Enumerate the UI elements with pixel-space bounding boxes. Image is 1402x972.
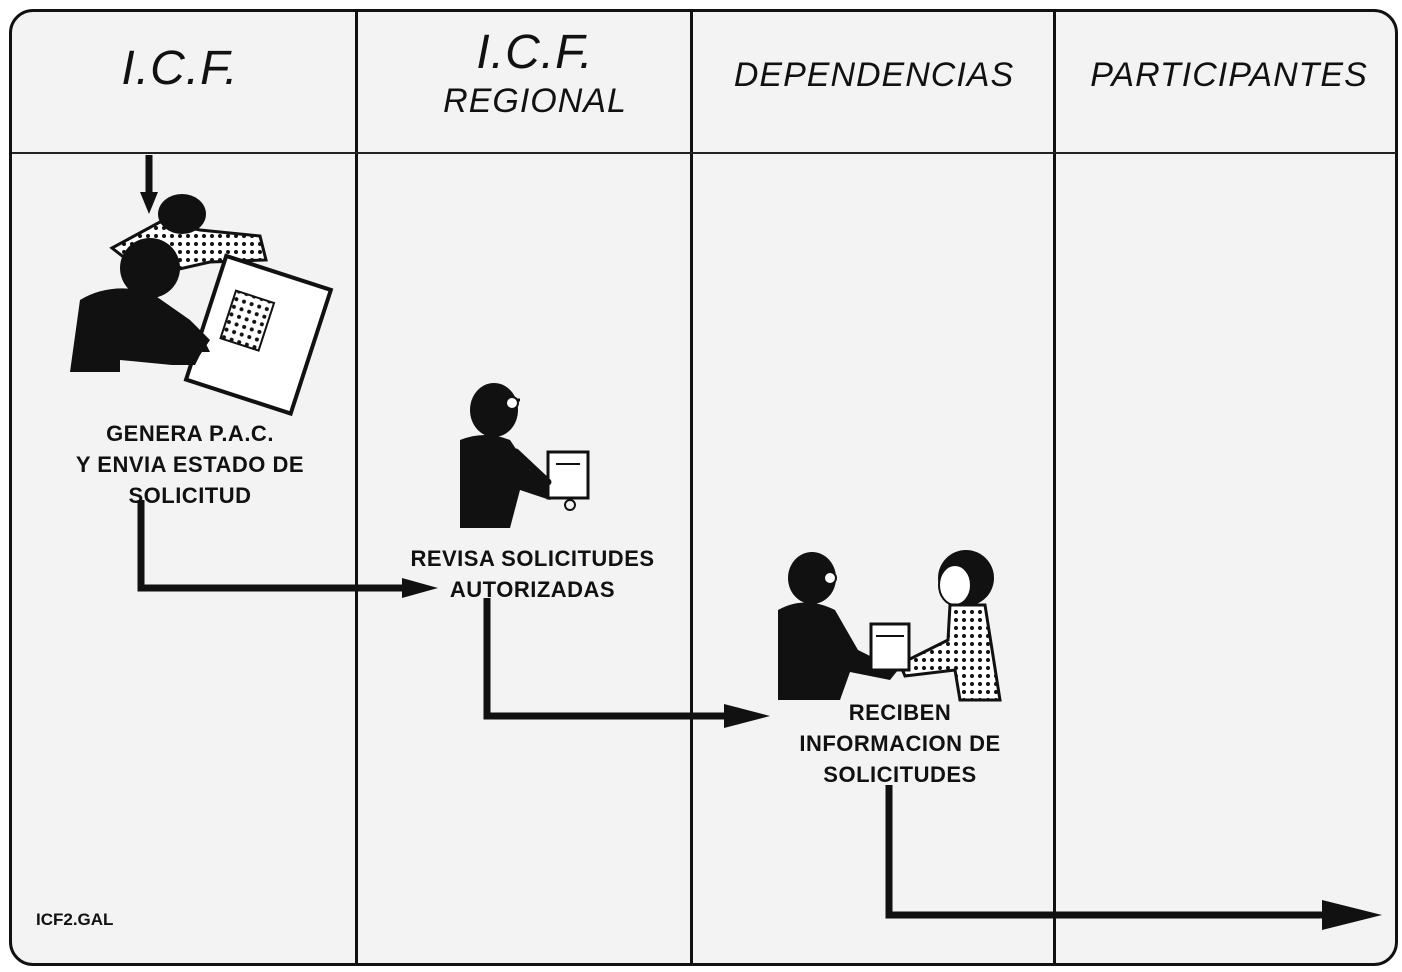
illustration-handshake [778, 550, 1002, 702]
filename-label: ICF2.GAL [36, 910, 114, 929]
step-3-line-2: INFORMACION DE [799, 731, 1001, 756]
lane-divider-3 [1053, 9, 1056, 966]
seated-person-head [120, 238, 180, 298]
flow-arrows [137, 155, 1382, 930]
reviewer-head [470, 383, 518, 437]
step-3-line-1: RECIBEN [848, 700, 952, 725]
arrow-step2-to-step3 [483, 598, 740, 720]
header-participantes-title: PARTICIPANTES [1090, 56, 1368, 94]
reviewer-document [546, 450, 590, 500]
seated-person-body [70, 288, 210, 372]
arrow-step1-to-step2 [137, 500, 415, 592]
step-2-line-2: AUTORIZADAS [449, 577, 616, 602]
header-dependencias-title: DEPENDENCIAS [733, 56, 1015, 94]
step-2-label: REVISA SOLICITUDES AUTORIZADAS [360, 543, 705, 605]
header-icf-regional-title: I.C.F. [476, 26, 594, 79]
arrow-step1-to-step2-head [402, 578, 438, 598]
man-body [778, 602, 898, 700]
step-1-label: GENERA P.A.C. Y ENVIA ESTADO DE SOLICITU… [30, 418, 350, 511]
diagram-frame [9, 9, 1398, 966]
header-participantes: PARTICIPANTES [1056, 56, 1402, 94]
lane-divider-1 [355, 9, 358, 966]
step-3-label: RECIBEN INFORMACION DE SOLICITUDES [760, 697, 1040, 790]
woman-dress [898, 603, 1002, 702]
shared-document [869, 622, 911, 672]
illustration-reviewer [460, 383, 590, 528]
woman-face [938, 564, 972, 606]
step-1-line-1: GENERA P.A.C. [106, 421, 274, 446]
illustration-computer-workers [70, 194, 334, 417]
header-divider [12, 152, 1396, 154]
header-icf-regional-subtitle: REGIONAL [443, 82, 627, 121]
standing-person-head [158, 194, 206, 234]
lane-divider-2 [690, 9, 693, 966]
step-3-line-3: SOLICITUDES [823, 762, 977, 787]
reviewer-body [460, 435, 560, 528]
monitor-screen [219, 289, 276, 352]
arrow-step2-to-step3-head [724, 704, 770, 728]
arrow-step3-to-participants [885, 785, 1340, 919]
seated-person-arm [150, 340, 210, 352]
header-dependencias: DEPENDENCIAS [694, 56, 1054, 94]
reviewer-pen [512, 448, 552, 486]
step-2-line-1: REVISA SOLICITUDES [410, 546, 655, 571]
header-icf-regional: I.C.F. REGIONAL [370, 26, 700, 121]
arrow-entry-head [140, 192, 158, 214]
step-1-line-2: Y ENVIA ESTADO DE [75, 452, 305, 477]
step-1-line-3: SOLICITUD [128, 483, 252, 508]
header-icf: I.C.F. [60, 42, 300, 95]
arrow-step3-to-participants-head [1322, 900, 1382, 930]
man-head [788, 552, 836, 604]
header-icf-title: I.C.F. [121, 42, 239, 95]
